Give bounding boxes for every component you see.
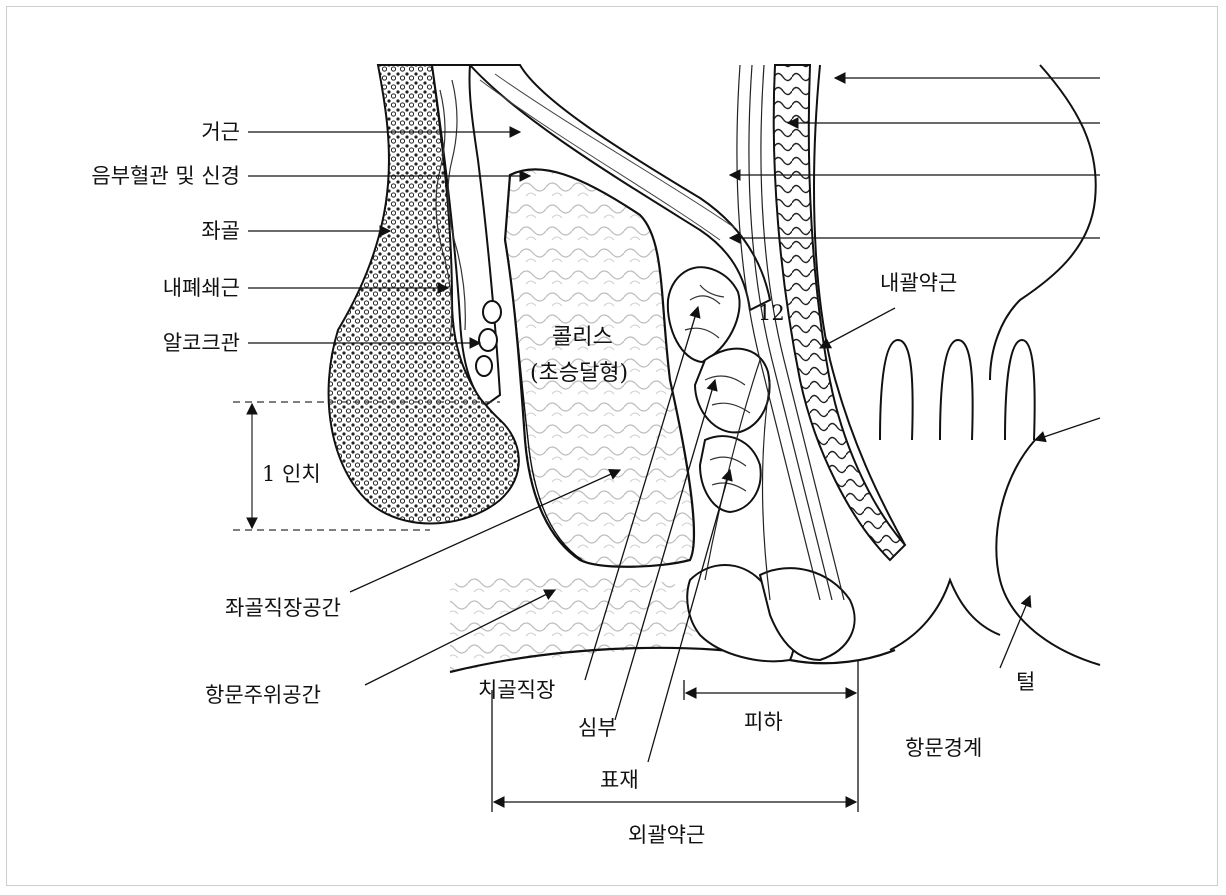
label-internal-sphincter: 내괄약근: [880, 273, 957, 294]
label-deep: 심부: [578, 718, 617, 739]
anal-columns: [880, 340, 1035, 440]
label-external-sphincter: 외괄약근: [628, 825, 705, 846]
label-anal-verge: 항문경계: [905, 738, 982, 759]
label-ischiorectal-space: 좌골직장공간: [225, 598, 341, 619]
label-12: 12: [758, 301, 785, 325]
label-colles-1: 콜리스: [552, 325, 613, 350]
label-pudendal-vessels-nerve: 음부혈관 및 신경: [20, 166, 240, 187]
label-colles-2: (초승달형): [530, 361, 628, 386]
label-superficial: 표재: [600, 770, 639, 791]
label-ischium: 좌골: [130, 221, 240, 242]
label-one-inch: 1 인치: [262, 464, 321, 485]
label-puborectalis: 치골직장: [478, 680, 555, 701]
label-subcutaneous: 피하: [744, 712, 783, 733]
label-obturator-internus: 내폐쇄근: [110, 278, 240, 299]
label-perianal-space: 항문주위공간: [205, 685, 321, 706]
label-alcock-canal: 알코크관: [110, 333, 240, 354]
label-hair: 털: [1016, 672, 1035, 693]
label-levator: 거근: [130, 122, 240, 143]
